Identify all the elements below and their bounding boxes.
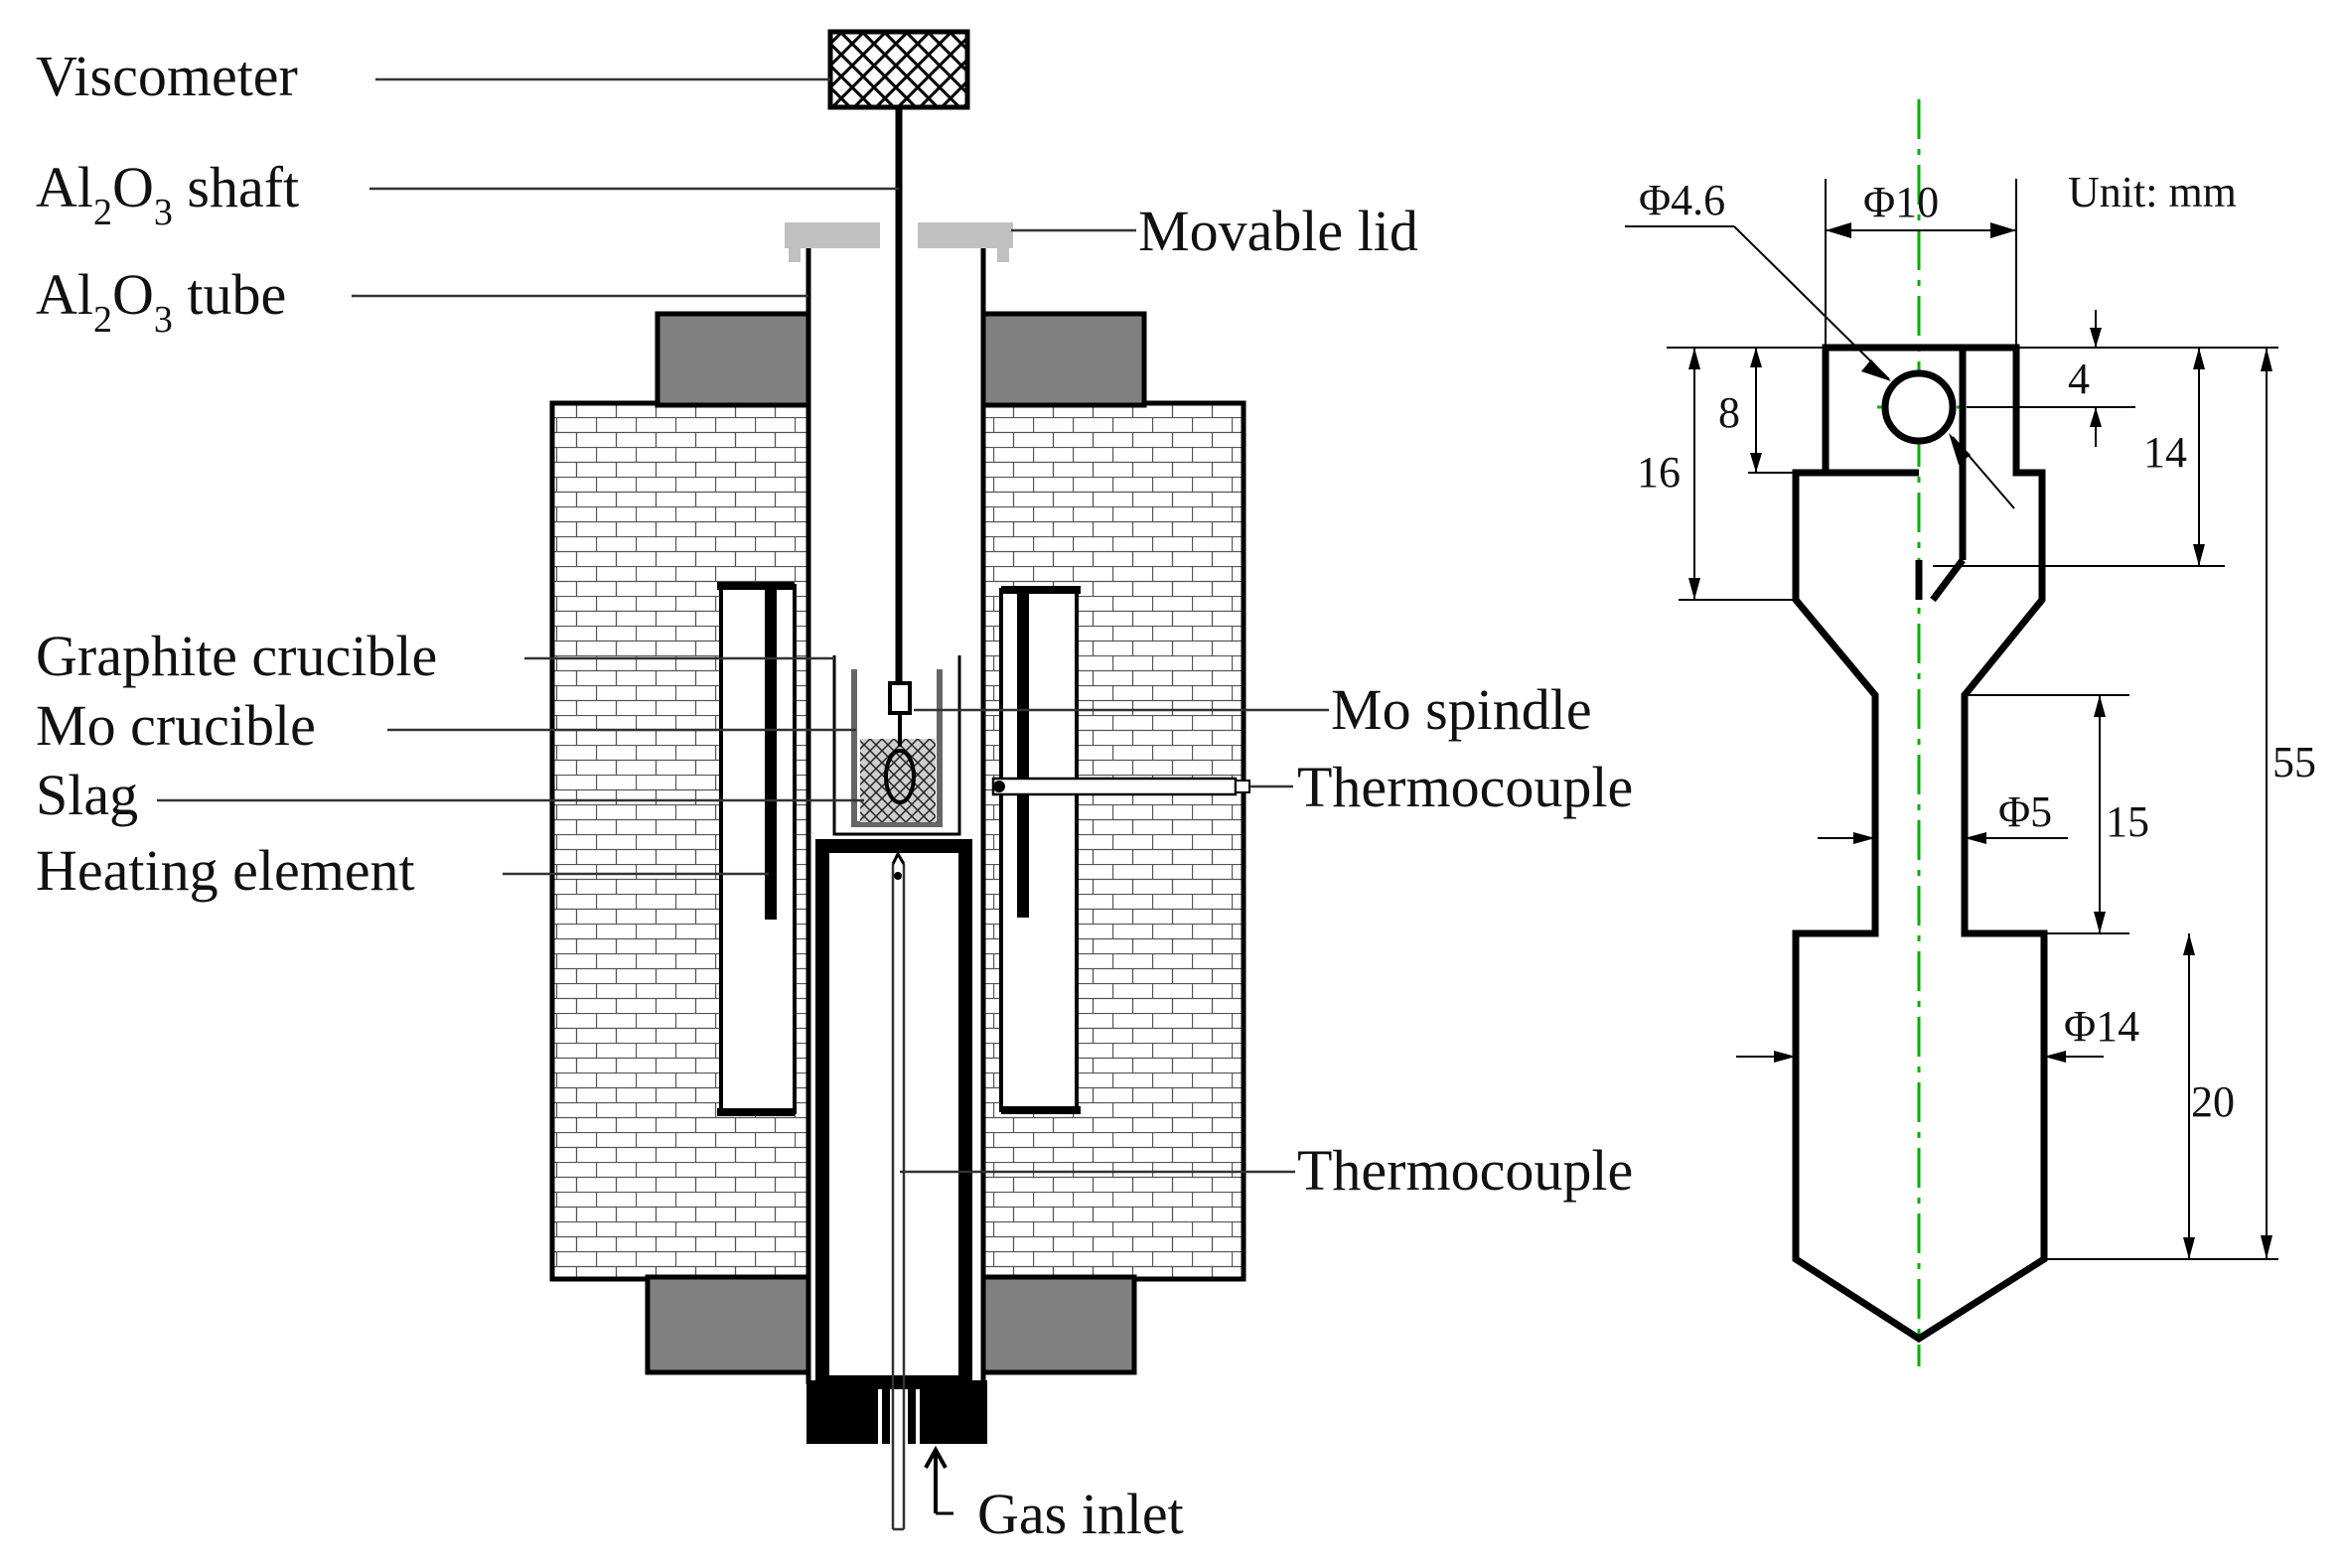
label-mo-spindle: Mo spindle: [1331, 677, 1592, 742]
label-heating-element: Heating element: [36, 838, 415, 903]
dim-16: 16: [1637, 448, 1681, 497]
furnace-diagram: Viscometer Al2O3 shaft Movable lid Al2O3…: [36, 29, 1633, 1546]
viscometer-box: [827, 29, 970, 110]
bottom-flange-left: [806, 1380, 878, 1444]
spindle-hole: [1881, 369, 1957, 445]
gas-inlet-arrow: [924, 1445, 948, 1513]
spindle-outline: [1792, 344, 2048, 1344]
label-gas-inlet: Gas inlet: [977, 1482, 1184, 1546]
bottom-cap-left: [645, 1274, 811, 1375]
right-cavity: [999, 588, 1079, 1112]
movable-lid-right: [918, 222, 1013, 248]
dim-15: 15: [2106, 797, 2149, 846]
top-cap-left: [655, 311, 811, 408]
dim-head-dia: Φ10: [1863, 178, 1939, 226]
dim-14: 14: [2143, 428, 2187, 477]
mo-spindle-head: [888, 681, 912, 715]
bottom-cap-right: [980, 1274, 1137, 1375]
unit-label: Unit: mm: [2068, 168, 2237, 216]
label-graphite-crucible: Graphite crucible: [36, 624, 437, 688]
dim-hole-dia: Φ4.6: [1639, 176, 1725, 224]
label-movable-lid: Movable lid: [1138, 199, 1418, 263]
dim-body-dia: Φ14: [2064, 1002, 2139, 1051]
label-thermocouple-side: Thermocouple: [1297, 755, 1633, 819]
side-thermocouple: [991, 777, 1238, 796]
label-viscometer: Viscometer: [36, 44, 298, 108]
bottom-flange-right: [920, 1380, 987, 1444]
label-al2o3-tube: Al2O3 tube: [36, 262, 286, 341]
movable-lid-left: [785, 222, 880, 248]
label-slag: Slag: [36, 763, 138, 827]
dim-8: 8: [1718, 388, 1740, 437]
mo-crucible: [851, 669, 943, 827]
dim-4: 4: [2068, 355, 2090, 403]
dim-20: 20: [2191, 1077, 2235, 1126]
dim-55: 55: [2272, 738, 2316, 786]
dim-neck-dia: Φ5: [1998, 787, 2052, 836]
label-al2o3-shaft: Al2O3 shaft: [36, 155, 299, 233]
label-mo-crucible: Mo crucible: [36, 693, 316, 758]
spindle-drawing: Φ10 Φ4.6 Unit: mm 4 8 16: [1625, 99, 2316, 1366]
mo-spindle-bob: [884, 749, 916, 804]
graphite-crucible: [832, 655, 961, 836]
left-cavity: [719, 584, 797, 1114]
top-cap-right: [980, 311, 1147, 408]
label-thermocouple-bottom: Thermocouple: [1297, 1138, 1633, 1203]
